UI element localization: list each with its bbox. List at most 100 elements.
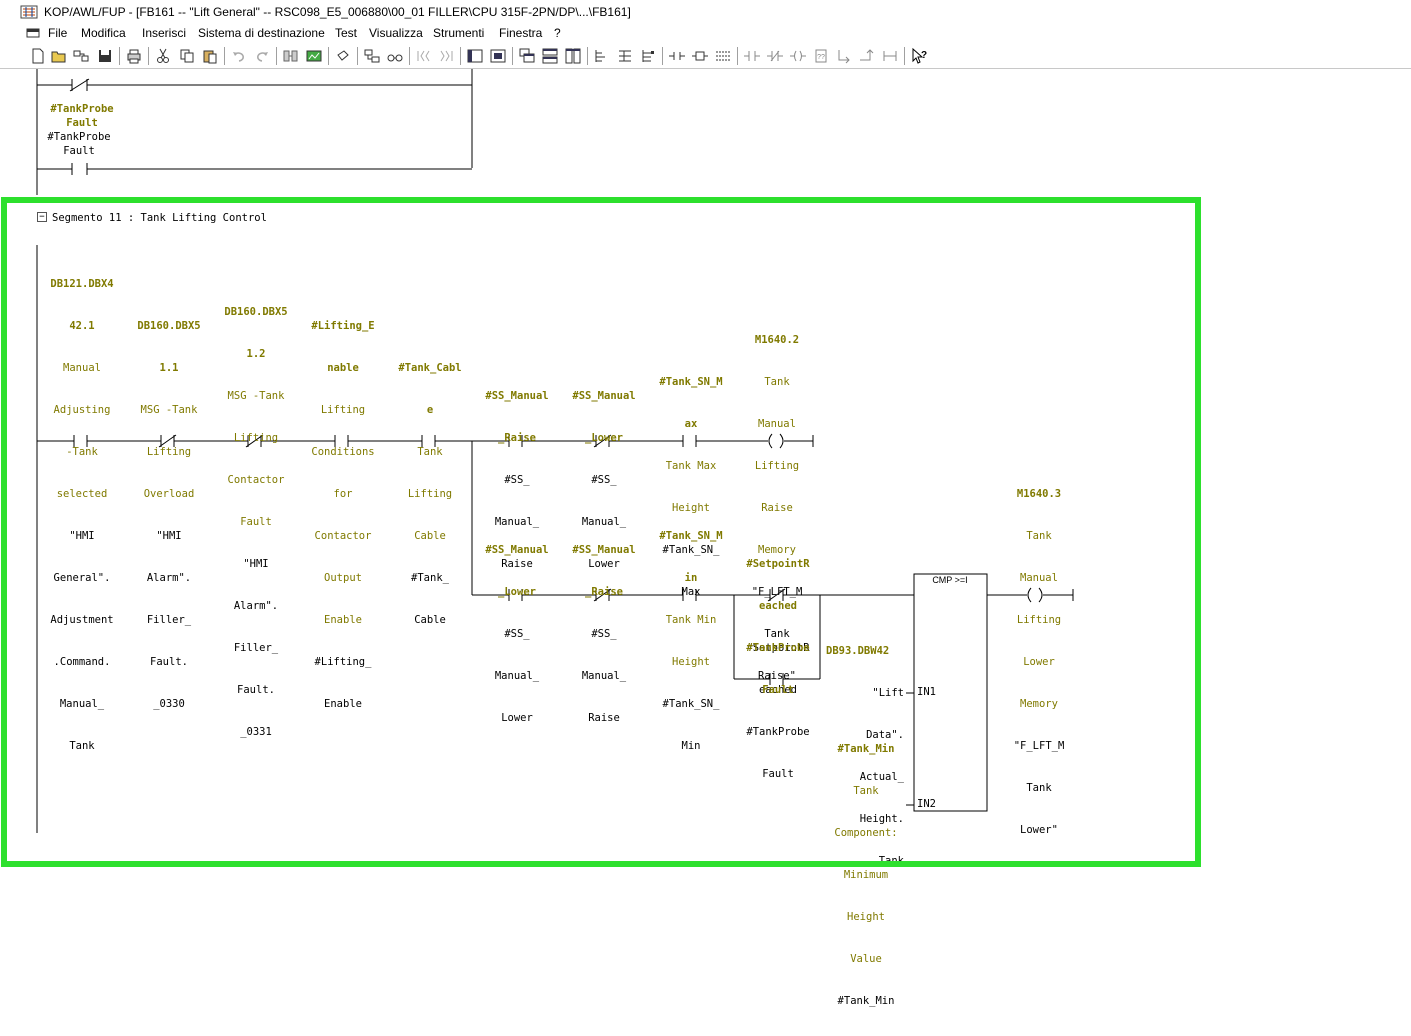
menu-test[interactable]: Test bbox=[335, 26, 358, 40]
copy-icon[interactable] bbox=[178, 47, 196, 65]
label-line: 42.1 bbox=[69, 320, 95, 332]
cut-icon[interactable] bbox=[154, 47, 172, 65]
segment-collapse-toggle[interactable]: − bbox=[37, 212, 47, 222]
menu-finestra[interactable]: Finestra bbox=[499, 26, 543, 40]
label-line: Min bbox=[681, 740, 701, 752]
empty-box-icon[interactable]: ?? bbox=[812, 47, 830, 65]
coil-m1640-3-operand[interactable]: M1640.3 Tank Manual Lifting Lower Memory… bbox=[1014, 459, 1065, 865]
label-line: Manual bbox=[63, 362, 101, 374]
cascade-windows-icon[interactable] bbox=[518, 47, 536, 65]
new-file-icon[interactable] bbox=[29, 47, 47, 65]
contact-lifting-enable-operand[interactable]: #Lifting_E nable Lifting Conditions for … bbox=[311, 291, 374, 739]
coil-icon[interactable] bbox=[789, 47, 807, 65]
label-line: DB160.DBX5 bbox=[137, 320, 201, 332]
label-line: Lifting bbox=[754, 460, 800, 472]
branch-icon[interactable] bbox=[616, 47, 634, 65]
load-to-plc-icon[interactable] bbox=[282, 47, 300, 65]
label-line: Manual_ bbox=[581, 516, 627, 528]
label-line: Lower bbox=[1023, 656, 1055, 668]
context-help-icon[interactable]: ? bbox=[910, 47, 928, 65]
monitor-glasses-icon[interactable] bbox=[386, 47, 404, 65]
paste-icon[interactable] bbox=[201, 47, 219, 65]
menu-inserisci[interactable]: Inserisci bbox=[142, 26, 187, 40]
cmp-in1-operand[interactable]: DB93.DBW42 "Lift Data". Actual_ Height. … bbox=[826, 616, 904, 896]
close-branch-icon[interactable] bbox=[858, 47, 876, 65]
label-line: eached bbox=[759, 684, 797, 696]
contact-db160-1-operand[interactable]: DB160.DBX5 1.1 MSG -Tank Lifting Overloa… bbox=[137, 291, 200, 739]
box-icon[interactable] bbox=[691, 47, 709, 65]
contact-tank-cable-operand[interactable]: #Tank_Cabl e Tank Lifting Cable #Tank_ C… bbox=[398, 333, 461, 655]
contact-ss-manual-raise-operand[interactable]: #SS_Manual _Raise #SS_ Manual_ Raise bbox=[485, 361, 548, 599]
toolbar-separator bbox=[357, 47, 358, 65]
nc-contact-icon[interactable] bbox=[766, 47, 784, 65]
monitor-icon[interactable] bbox=[305, 47, 323, 65]
detail-view-icon[interactable] bbox=[489, 47, 507, 65]
label-line: #SS_Manual bbox=[572, 390, 636, 402]
prev-segment-icon[interactable] bbox=[415, 47, 433, 65]
label-line: _Raise bbox=[498, 432, 536, 444]
next-segment-icon[interactable] bbox=[437, 47, 455, 65]
tile-vertical-icon[interactable] bbox=[564, 47, 582, 65]
cmp-in2-operand[interactable]: #Tank_Min Tank Component: Minimum Height… bbox=[834, 714, 897, 1036]
contact-tank-sn-max-operand[interactable]: #Tank_SN_M ax Tank Max Height #Tank_SN_ … bbox=[659, 347, 722, 627]
label-line: Output bbox=[324, 572, 362, 584]
open-folder-icon[interactable] bbox=[50, 47, 68, 65]
menu-modifica[interactable]: Modifica bbox=[81, 26, 126, 40]
toolbar-separator bbox=[148, 47, 149, 65]
contact-tank-sn-min-operand[interactable]: #Tank_SN_M in Tank Min Height #Tank_SN_ … bbox=[659, 501, 722, 781]
label-line: Raise bbox=[588, 712, 620, 724]
contact-setpoint-reached-operand[interactable]: #SetpointR eached #SetpointR eached bbox=[746, 529, 809, 725]
label-line: #Tank_SN_M bbox=[659, 530, 723, 542]
label-line: #SS_ bbox=[504, 474, 530, 486]
cmp-block-title[interactable]: CMP >=I bbox=[932, 575, 968, 585]
label-line: "F_LFT_M bbox=[751, 586, 803, 598]
stl-icon[interactable] bbox=[714, 47, 732, 65]
label-line: M1640.2 bbox=[754, 334, 800, 346]
coil-m1640-2-operand[interactable]: M1640.2 Tank Manual Lifting Raise Memory… bbox=[752, 305, 803, 711]
no-contact-icon[interactable] bbox=[743, 47, 761, 65]
tree-icon[interactable] bbox=[639, 47, 657, 65]
label-line: Fault. bbox=[237, 684, 275, 696]
contact-db160-2-operand[interactable]: DB160.DBX5 1.2 MSG -Tank Lifting Contact… bbox=[224, 277, 287, 767]
contact-ss-manual-lower-operand[interactable]: #SS_Manual _Lower #SS_ Manual_ Lower bbox=[572, 361, 635, 599]
mode-icon[interactable] bbox=[334, 47, 352, 65]
label-line: Raise" bbox=[758, 670, 796, 682]
connection-icon[interactable] bbox=[881, 47, 899, 65]
label-line: Enable bbox=[324, 698, 362, 710]
svg-text:??: ?? bbox=[817, 54, 825, 61]
accessible-nodes-icon[interactable] bbox=[72, 47, 90, 65]
contact-ss-manual-raise-2-operand[interactable]: #SS_Manual _Raise #SS_ Manual_ Raise bbox=[572, 515, 635, 753]
contact-ss-manual-lower-2-operand[interactable]: #SS_Manual _Lower #SS_ Manual_ Lower bbox=[485, 515, 548, 753]
contact-tankprobe-fault-operand[interactable]: #TankProbe Fault #TankProbe Fault bbox=[746, 613, 809, 809]
toolbar-separator bbox=[662, 47, 663, 65]
ladder-diagram bbox=[36, 69, 1074, 833]
contact-block-icon[interactable] bbox=[668, 47, 686, 65]
label-line: Fault bbox=[240, 516, 272, 528]
ladder-ops-icon[interactable] bbox=[593, 47, 611, 65]
print-icon[interactable] bbox=[125, 47, 143, 65]
label-line: .Command. bbox=[53, 656, 111, 668]
label-line: "F_LFT_M bbox=[1013, 740, 1065, 752]
label-line: #TankProbe bbox=[746, 726, 810, 738]
label-line: Manual_ bbox=[494, 516, 540, 528]
menu-sistema-destinazione[interactable]: Sistema di destinazione bbox=[198, 26, 325, 40]
undo-icon[interactable] bbox=[230, 47, 248, 65]
label-line: #SS_ bbox=[591, 474, 617, 486]
mdi-window-icon[interactable] bbox=[26, 27, 40, 39]
network-icon[interactable] bbox=[363, 47, 381, 65]
save-icon[interactable] bbox=[96, 47, 114, 65]
tile-horizontal-icon[interactable] bbox=[541, 47, 559, 65]
contact-db121-operand[interactable]: DB121.DBX4 42.1 Manual Adjusting -Tank s… bbox=[50, 249, 113, 781]
menu-visualizza[interactable]: Visualizza bbox=[369, 26, 423, 40]
label-line: #SS_Manual bbox=[485, 390, 549, 402]
menu-file[interactable]: File bbox=[48, 26, 68, 40]
menu-help[interactable]: ? bbox=[554, 26, 561, 40]
label-line: Fault. bbox=[150, 656, 188, 668]
overview-icon[interactable] bbox=[466, 47, 484, 65]
label-line: 1.2 bbox=[246, 348, 266, 360]
open-branch-icon[interactable] bbox=[835, 47, 853, 65]
menu-strumenti[interactable]: Strumenti bbox=[433, 26, 485, 40]
redo-icon[interactable] bbox=[253, 47, 271, 65]
